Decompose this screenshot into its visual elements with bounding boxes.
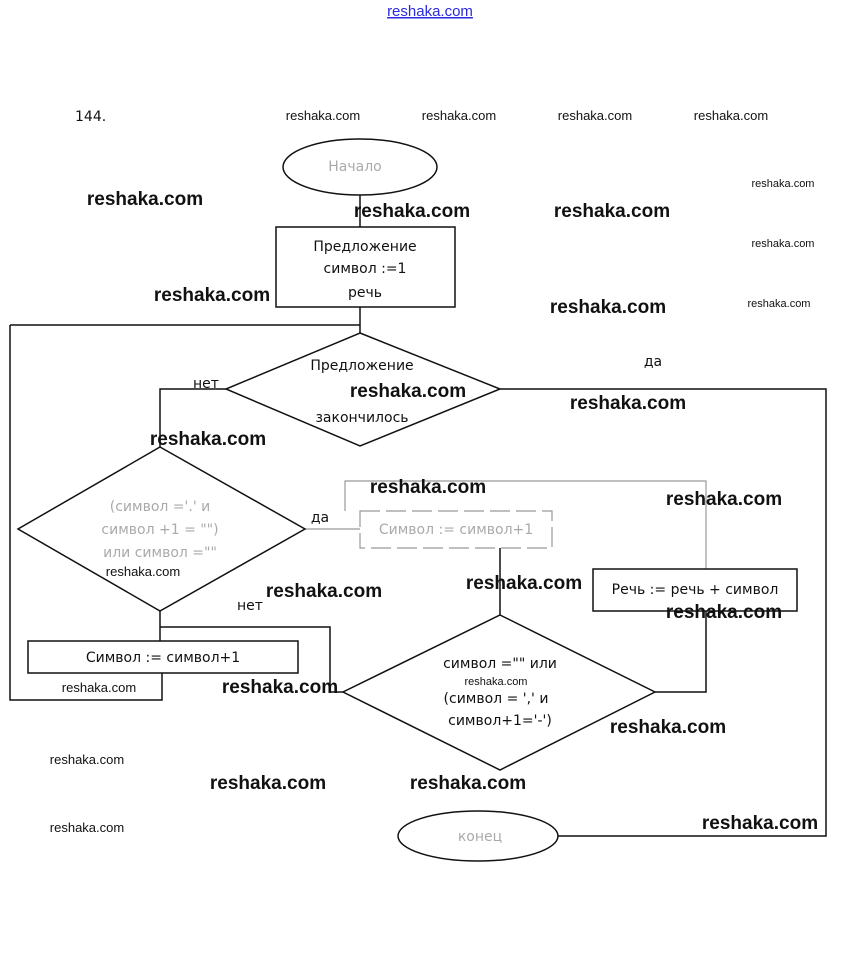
watermark: reshaka.com bbox=[154, 285, 270, 306]
watermark: reshaka.com bbox=[266, 581, 382, 602]
watermark: reshaka.com bbox=[62, 680, 136, 695]
watermark: reshaka.com bbox=[666, 489, 782, 510]
increment-box-left bbox=[27, 640, 299, 674]
decision1-line-2: закончилось bbox=[315, 410, 408, 426]
increment-box-top bbox=[359, 510, 553, 549]
start-label: Начало bbox=[328, 159, 381, 175]
watermark: reshaka.com bbox=[465, 676, 528, 688]
init-line-2: символ :=1 bbox=[324, 261, 407, 277]
watermark: reshaka.com bbox=[106, 564, 180, 579]
watermark: reshaka.com bbox=[50, 752, 124, 767]
increment-left-label: Символ := символ+1 bbox=[86, 650, 240, 666]
watermark: reshaka.com bbox=[422, 108, 496, 123]
init-line-3: речь bbox=[348, 285, 382, 301]
decision1-yes-label: да bbox=[644, 354, 662, 370]
watermark: reshaka.com bbox=[702, 813, 818, 834]
decision-sentence-ended bbox=[224, 332, 503, 447]
decision3-line-1: символ ="" или bbox=[443, 656, 557, 672]
end-terminal bbox=[397, 810, 559, 862]
watermark: reshaka.com bbox=[150, 429, 266, 450]
init-box bbox=[275, 226, 456, 308]
watermark: reshaka.com bbox=[694, 108, 768, 123]
watermark: reshaka.com bbox=[610, 717, 726, 738]
watermark: reshaka.com bbox=[50, 820, 124, 835]
watermark: reshaka.com bbox=[466, 573, 582, 594]
decision-period-check bbox=[16, 446, 307, 612]
connectors bbox=[9, 195, 827, 837]
watermark: reshaka.com bbox=[410, 773, 526, 794]
decision2-line-1: (символ ='.' и bbox=[110, 499, 210, 515]
start-terminal bbox=[282, 138, 438, 196]
decision1-no-label: нет bbox=[193, 376, 219, 392]
watermark: reshaka.com bbox=[354, 201, 470, 222]
append-box bbox=[592, 568, 798, 612]
init-line-1: Предложение bbox=[313, 239, 416, 255]
watermark: reshaka.com bbox=[752, 238, 815, 250]
watermark: reshaka.com bbox=[210, 773, 326, 794]
watermark: reshaka.com bbox=[370, 477, 486, 498]
watermarks: reshaka.com reshaka.com reshaka.com resh… bbox=[50, 108, 818, 835]
decision2-line-3: или символ ="" bbox=[103, 545, 217, 561]
decision3-line-2: (символ = ',' и bbox=[444, 691, 549, 707]
header-link[interactable]: reshaka.com bbox=[387, 3, 473, 20]
decision1-line-1: Предложение bbox=[310, 358, 413, 374]
problem-number: 144. bbox=[75, 109, 106, 125]
header-link-text[interactable]: reshaka.com bbox=[387, 3, 473, 20]
watermark: reshaka.com bbox=[350, 381, 466, 402]
watermark: reshaka.com bbox=[558, 108, 632, 123]
decision2-yes-label: да bbox=[311, 510, 329, 526]
decision2-line-2: символ +1 = "") bbox=[101, 522, 218, 538]
watermark: reshaka.com bbox=[550, 297, 666, 318]
watermark: reshaka.com bbox=[570, 393, 686, 414]
decision2-no-label: нет bbox=[237, 598, 263, 614]
watermark: reshaka.com bbox=[286, 108, 360, 123]
watermark: reshaka.com bbox=[554, 201, 670, 222]
watermark: reshaka.com bbox=[748, 298, 811, 310]
increment-top-label: Символ := символ+1 bbox=[379, 522, 533, 538]
append-label: Речь := речь + символ bbox=[612, 582, 779, 598]
watermark: reshaka.com bbox=[666, 602, 782, 623]
end-label: конец bbox=[458, 829, 502, 845]
watermark: reshaka.com bbox=[222, 677, 338, 698]
watermark: reshaka.com bbox=[87, 189, 203, 210]
decision3-line-3: символ+1='-') bbox=[448, 713, 552, 729]
decision-comma-dash-check bbox=[341, 614, 657, 771]
watermark: reshaka.com bbox=[752, 178, 815, 190]
